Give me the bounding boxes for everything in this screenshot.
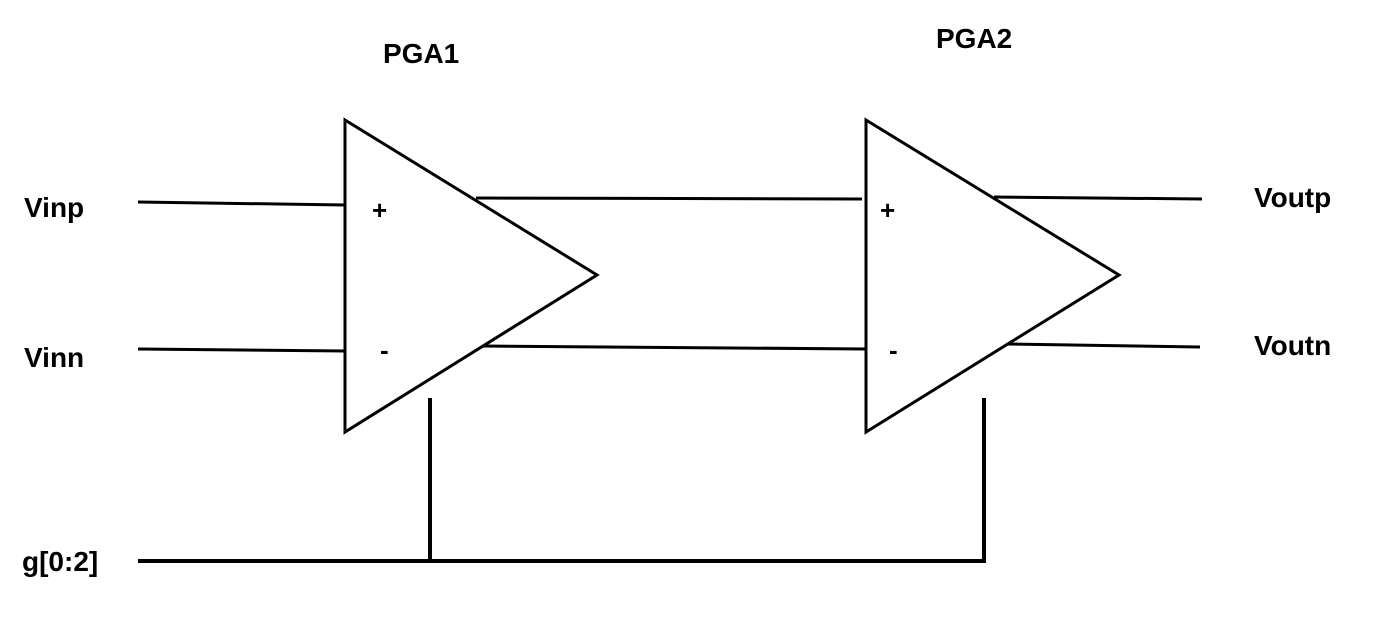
interstage-positive-wire	[475, 196, 863, 201]
pga1-plus-pin: +	[372, 195, 387, 225]
pga2-plus-pin: +	[880, 195, 895, 225]
pga1-triangle	[343, 117, 600, 435]
pga2-minus-pin: -	[889, 335, 898, 365]
gain-bus-label: g[0:2]	[22, 546, 98, 577]
voutn-wire	[1005, 342, 1201, 349]
pga2-label: PGA2	[936, 23, 1012, 54]
vinn-wire	[137, 347, 346, 353]
voutn-label: Voutn	[1254, 330, 1331, 361]
vinp-wire	[137, 200, 346, 207]
pga2-triangle	[864, 117, 1122, 435]
interstage-negative-wire	[481, 344, 867, 351]
vinp-label: Vinp	[24, 192, 84, 223]
voutp-label: Voutp	[1254, 182, 1331, 213]
vinn-label: Vinn	[24, 342, 84, 373]
voutp-wire	[993, 195, 1203, 201]
pga1-minus-pin: -	[380, 335, 389, 365]
pga1-label: PGA1	[383, 38, 459, 69]
